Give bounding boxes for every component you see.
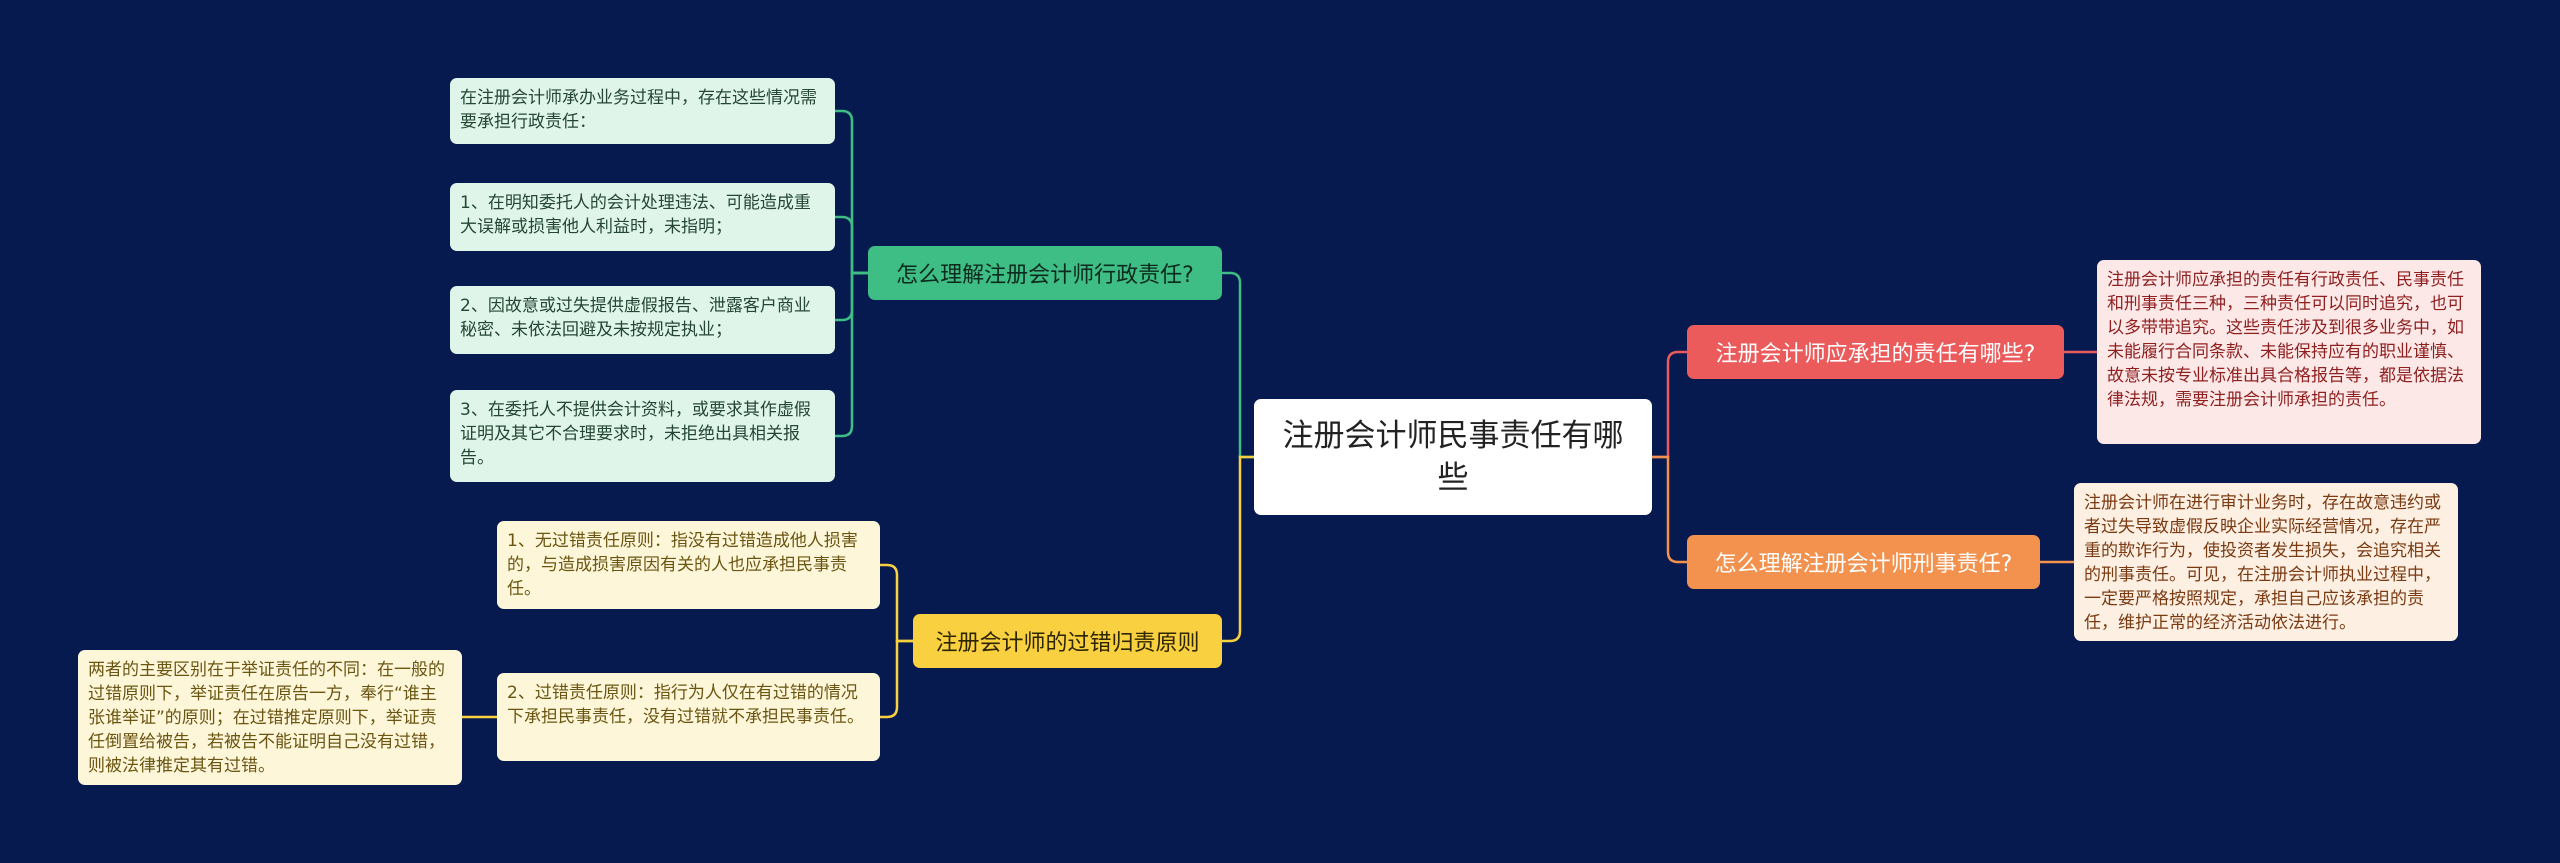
fault-leaf-fault[interactable]: 2、过错责任原则：指行为人仅在有过错的情况下承担民事责任，没有过错就不承担民事责… [497, 673, 880, 761]
criminal-leaf[interactable]: 注册会计师在进行审计业务时，存在故意违约或者过失导致虚假反映企业实际经营情况，存… [2074, 483, 2458, 641]
admin-leaf-intro[interactable]: 在注册会计师承办业务过程中，存在这些情况需要承担行政责任： [450, 78, 835, 144]
branch-criminal-liability[interactable]: 怎么理解注册会计师刑事责任? [1687, 535, 2040, 589]
branch-admin-liability[interactable]: 怎么理解注册会计师行政责任? [868, 246, 1222, 300]
branch-liabilities-title: 注册会计师应承担的责任有哪些? [1715, 342, 2036, 367]
fault-leaf-no-fault[interactable]: 1、无过错责任原则：指没有过错造成他人损害的，与造成损害原因有关的人也应承担民事… [497, 521, 880, 609]
admin-leaf-3[interactable]: 3、在委托人不提供会计资料，或要求其作虚假证明及其它不合理要求时，未拒绝出具相关… [450, 390, 835, 482]
branch-fault-title: 注册会计师的过错归责原则 [935, 631, 1200, 656]
admin-leaf-2[interactable]: 2、因故意或过失提供虚假报告、泄露客户商业秘密、未依法回避及未按规定执业； [450, 286, 835, 354]
admin-leaf-1[interactable]: 1、在明知委托人的会计处理违法、可能造成重大误解或损害他人利益时，未指明； [450, 183, 835, 251]
branch-criminal-title: 怎么理解注册会计师刑事责任? [1714, 552, 2013, 577]
branch-fault-principle[interactable]: 注册会计师的过错归责原则 [913, 614, 1222, 668]
fault-note[interactable]: 两者的主要区别在于举证责任的不同：在一般的过错原则下，举证责任在原告一方，奉行“… [78, 650, 462, 785]
liabilities-leaf[interactable]: 注册会计师应承担的责任有行政责任、民事责任和刑事责任三种，三种责任可以同时追究，… [2097, 260, 2481, 444]
root-topic[interactable]: 注册会计师民事责任有哪些 [1254, 399, 1652, 515]
branch-admin-title: 怎么理解注册会计师行政责任? [896, 263, 1194, 288]
root-title: 注册会计师民事责任有哪些 [1282, 418, 1624, 496]
branch-liabilities[interactable]: 注册会计师应承担的责任有哪些? [1687, 325, 2064, 379]
